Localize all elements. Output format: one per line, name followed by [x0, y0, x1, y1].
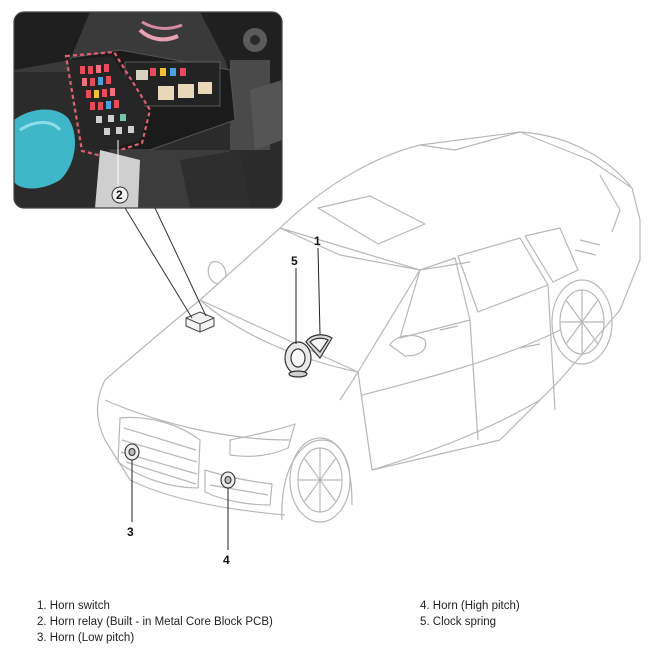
callout-2: 2 — [116, 188, 123, 202]
relay-box-marker — [185, 311, 215, 333]
callout-1: 1 — [314, 234, 321, 248]
clock-spring-component — [284, 341, 312, 378]
low-pitch-horn-component — [124, 443, 140, 461]
horn-switch-component — [305, 334, 333, 360]
highlighted-relay-block — [68, 56, 148, 152]
horn-system-diagram: 1 5 3 4 — [13, 11, 641, 567]
legend-item-horn-high-pitch: 4. Horn (High pitch) — [420, 600, 520, 612]
legend-right-column: 4. Horn (High pitch) 5. Clock spring — [420, 598, 520, 630]
legend-item-horn-relay: 2. Horn relay (Built - in Metal Core Blo… — [37, 616, 273, 628]
fuse-box-inset: 2 — [13, 11, 283, 209]
legend-item-horn-low-pitch: 3. Horn (Low pitch) — [37, 632, 135, 644]
callout-lines — [131, 247, 321, 550]
legend-item-clock-spring: 5. Clock spring — [420, 616, 497, 628]
car-outline — [96, 131, 641, 523]
callout-5: 5 — [291, 254, 298, 268]
legend-left-column: 1. Horn switch 2. Horn relay (Built - in… — [37, 598, 273, 646]
high-pitch-horn-component — [220, 471, 236, 489]
inset-leader-lines — [124, 207, 207, 319]
callout-3: 3 — [127, 525, 134, 539]
callout-4: 4 — [223, 553, 230, 567]
legend-item-horn-switch: 1. Horn switch — [37, 600, 110, 612]
